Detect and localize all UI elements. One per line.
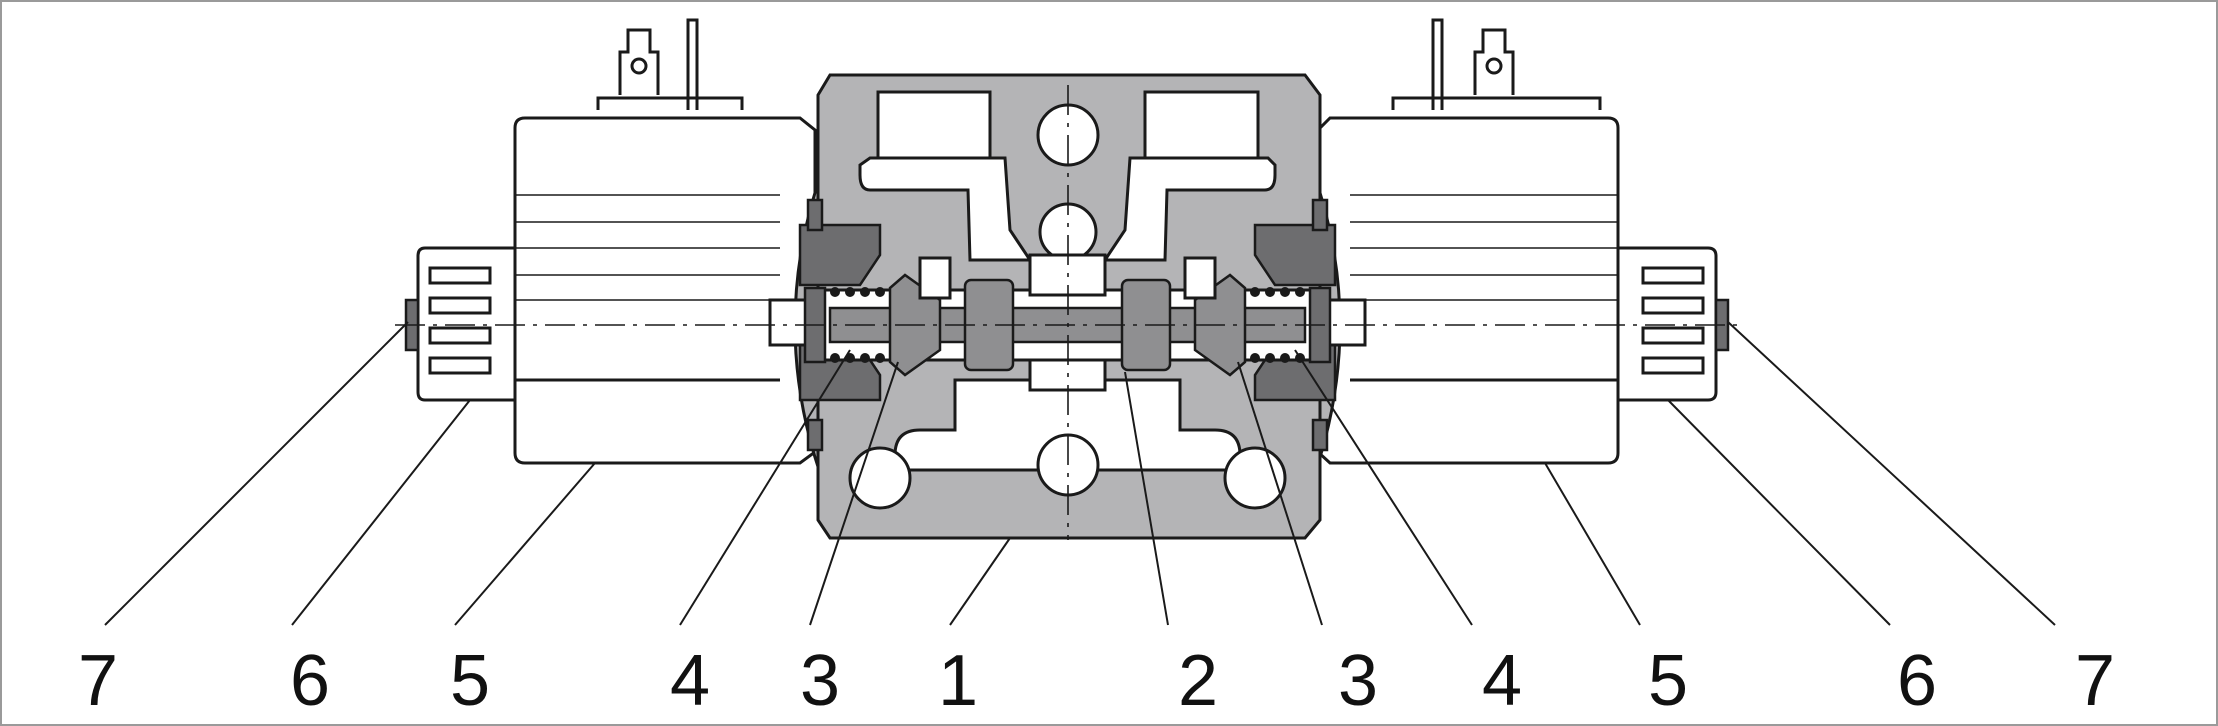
leader-line-7-right	[1727, 321, 2056, 626]
right-connector	[1391, 18, 1602, 110]
left-coil-housing	[513, 116, 817, 465]
leader-line-5-right	[1544, 462, 1641, 626]
leader-line-6-right	[1667, 399, 1891, 626]
callout-label: 4	[1482, 641, 1522, 721]
right-coil-housing	[1316, 116, 1620, 465]
leader-lines	[104, 321, 2056, 626]
callout-label: 3	[800, 641, 840, 721]
leader-line-1	[949, 537, 1011, 626]
callout-label: 7	[2075, 641, 2115, 721]
callout-label: 7	[78, 641, 118, 721]
leader-line-6-left	[291, 399, 471, 626]
callout-label: 5	[1648, 641, 1688, 721]
leader-line-5-left	[454, 462, 596, 626]
leader-line-7-left	[104, 321, 409, 626]
callout-label: 6	[1897, 641, 1937, 721]
leader-line-3-left	[809, 361, 899, 626]
right-solenoid	[1316, 18, 1730, 465]
left-override-knob	[404, 246, 517, 402]
leader-line-4-right	[1294, 349, 1473, 626]
leader-line-3-right	[1237, 361, 1323, 626]
left-coil-lines	[515, 194, 780, 382]
callout-label: 5	[450, 641, 490, 721]
callout-labels: 7 6 5 4 3 1 2 3 4 5 6 7	[78, 641, 2115, 721]
left-connector	[596, 18, 744, 110]
right-override-knob	[1616, 246, 1730, 402]
callout-label: 4	[670, 641, 710, 721]
callout-label: 1	[938, 641, 978, 721]
callout-label: 6	[290, 641, 330, 721]
callout-label: 3	[1338, 641, 1378, 721]
leader-line-4-left	[679, 349, 851, 626]
right-coil-lines	[1350, 194, 1618, 382]
leader-line-2	[1124, 371, 1169, 626]
callout-label: 2	[1178, 641, 1218, 721]
left-solenoid	[404, 18, 817, 465]
